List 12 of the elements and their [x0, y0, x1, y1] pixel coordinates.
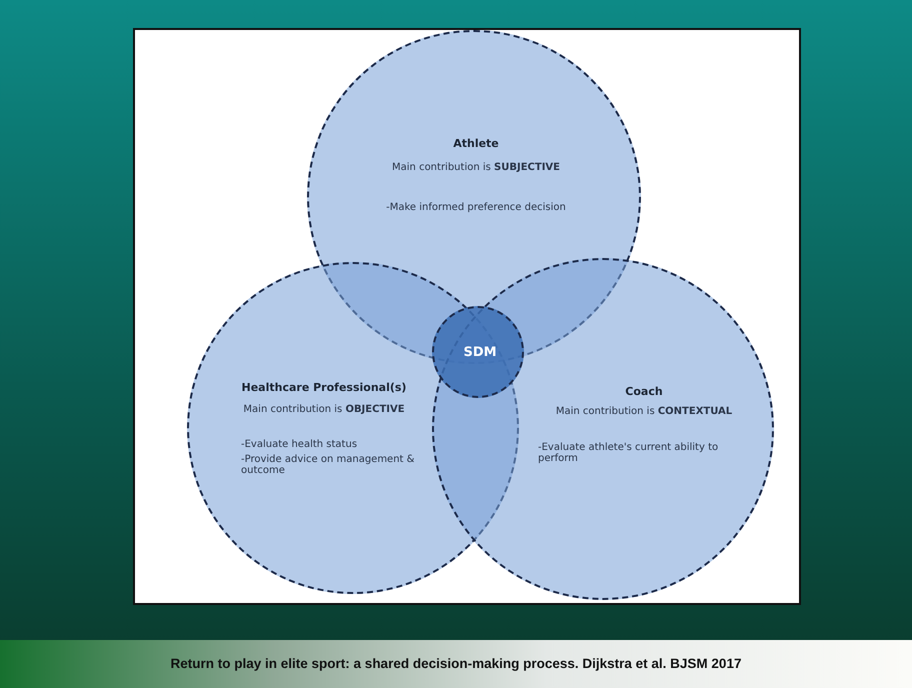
heading: Healthcare Professional(s) — [240, 381, 408, 394]
heading: Athlete — [452, 137, 500, 150]
contribution-text: Main contribution is OBJECTIVE — [242, 404, 406, 415]
caption: Return to play in elite sport: a shared decision-making process. Dijkstra et al. BJSM 2017 — [170, 656, 742, 671]
task-text: -Evaluate health status — [241, 439, 358, 450]
task-text: -Provide advice on management & outcome — [241, 454, 416, 476]
contribution-text: Main contribution is CONTEXTUAL — [554, 406, 734, 417]
task-text: -Evaluate athlete's current ability to perform — [538, 442, 720, 464]
contribution-text: Main contribution is SUBJECTIVE — [391, 162, 561, 173]
heading: Coach — [624, 385, 664, 398]
center-label: SDM — [462, 345, 498, 360]
task-text: -Make informed preference decision — [385, 202, 567, 213]
